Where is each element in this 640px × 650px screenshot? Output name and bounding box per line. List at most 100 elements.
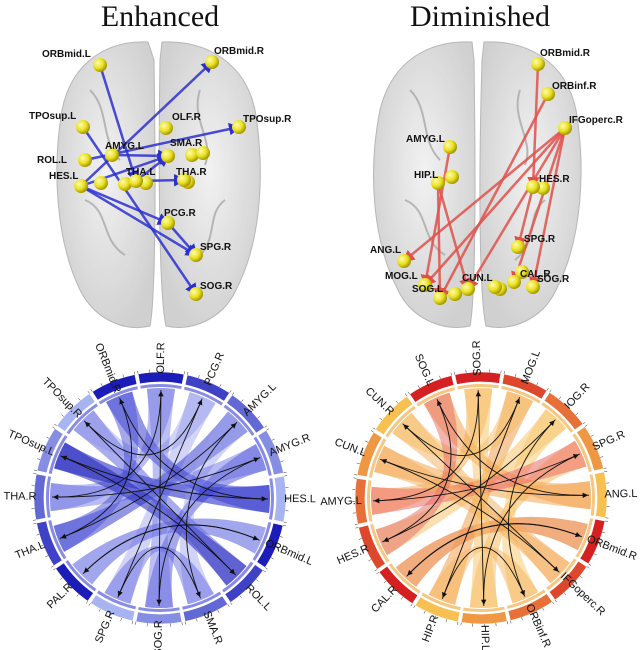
enhanced-chord-tick <box>217 609 220 613</box>
enhanced-chord-tick <box>36 534 40 536</box>
diminished-connections <box>402 63 567 301</box>
diminished-chord-arrow-amyg-l-spg-r <box>373 454 579 502</box>
enhanced-node-label: AMYG.L <box>105 141 144 152</box>
enhanced-chord-arrow-orbmid-r-hes-l <box>119 397 268 502</box>
diminished-node-cun-l <box>461 282 475 296</box>
enhanced-node-orbmid-r <box>205 55 219 69</box>
diminished-chord-segment-inner-mog-l <box>501 385 541 404</box>
diminished-node-label: HES.R <box>539 174 570 185</box>
enhanced-chord-tick <box>183 371 185 375</box>
diminished-chord-segment-label: SOG.R <box>471 340 484 376</box>
enhanced-node-tha-r <box>177 173 191 187</box>
enhanced-chord-tick <box>249 407 253 410</box>
diminished-chord-tick <box>453 371 456 375</box>
enhanced-chord-segment-label: THA.R <box>3 491 36 503</box>
enhanced-node-pcg-r <box>161 216 175 230</box>
diminished-chord-tick <box>582 421 586 425</box>
diminished-chord-segment-inner-cun-l <box>368 438 387 478</box>
enhanced-chord-ribbon-tha-r-amyg-r <box>50 444 267 512</box>
diminished-chord-tick <box>554 599 558 603</box>
diminished-chord-segment-inner-amyg-l <box>367 480 373 522</box>
enhanced-chord-tick <box>69 405 72 409</box>
diminished-chord-tick <box>457 621 459 625</box>
enhanced-chord-tick <box>46 436 50 439</box>
diminished-chord-tick <box>503 371 505 375</box>
diminished-chord-tick <box>521 617 523 621</box>
diminished-chord-segment-cun-l <box>356 431 383 478</box>
enhanced-edge-amyg-l-to-sma-r <box>111 149 171 163</box>
enhanced-chord-tick <box>284 475 288 477</box>
diminished-chord-arrow-hip-l-sog-r <box>475 390 485 606</box>
diminished-chord-segment-orbinf-r <box>507 593 553 621</box>
diminished-node-label: HIP.L <box>414 170 438 181</box>
enhanced-chord-segment-label: PCG.R <box>202 351 227 388</box>
diminished-chord-ribbon-amyg-l-spg-r <box>371 440 587 515</box>
enhanced-chord-tick <box>41 447 45 449</box>
enhanced-node-label: HES.L <box>49 171 78 182</box>
enhanced-chord-tick <box>78 397 81 401</box>
diminished-chord-segment-orbmid-r <box>579 518 606 565</box>
enhanced-node-unlabeled <box>94 176 108 190</box>
diminished-chord-tick <box>567 404 570 407</box>
enhanced-chord-tick <box>32 519 36 521</box>
enhanced-chord-tick <box>120 617 122 621</box>
diminished-node-label: ORBinf.R <box>552 81 597 92</box>
enhanced-edge-orbmid-l-to-tha-l <box>98 64 140 184</box>
diminished-chord-tick <box>579 575 583 579</box>
diminished-chord-tick <box>360 451 364 454</box>
diminished-chord-tick <box>542 607 545 611</box>
diminished-node-hip-l <box>431 176 445 190</box>
diminished-chord-segment-inner-orbinf-r <box>506 589 546 609</box>
enhanced-chord-segment-hes-l <box>273 475 287 523</box>
diminished-edge-ifgoperc-r-to-mog-l <box>423 127 566 287</box>
diminished-node-label: CUN.L <box>462 273 493 284</box>
diminished-chord-tick <box>563 592 567 596</box>
diminished-chord-segment-inner-cun-r <box>385 405 416 438</box>
diminished-chord-tick <box>363 549 366 551</box>
diminished-edge-ifgoperc-r-to-cal-r <box>511 127 567 285</box>
enhanced-chord-tick <box>264 567 268 570</box>
enhanced-chord-segment-olf-r <box>137 371 185 385</box>
enhanced-chord-arrow-tha-l-orbmid-r <box>59 398 133 539</box>
diminished-chord-segment-sog-l <box>409 375 455 403</box>
enhanced-chord-segment-label: HES.L <box>284 493 316 505</box>
diminished-chord-segment-label: ANG.L <box>604 488 637 501</box>
diminished-chord-segment-inner-cal-r <box>388 563 421 594</box>
enhanced-node-label: SPG.R <box>200 242 232 253</box>
diminished-chord-tick <box>413 605 416 609</box>
enhanced-chord-tick <box>100 383 103 387</box>
enhanced-node-amyg-l <box>105 148 119 162</box>
diminished-chord-segment-label: HIP.R <box>420 613 441 643</box>
enhanced-node-label: TPOsup.L <box>29 111 76 122</box>
enhanced-chord-segment-spg-r <box>90 594 136 622</box>
enhanced-chord-tick <box>256 579 259 582</box>
enhanced-chord-tick <box>67 586 71 589</box>
diminished-chord-tick <box>604 520 608 522</box>
diminished-chord-segment-inner-sog-r <box>457 384 499 390</box>
enhanced-chord-ribbon-spg-r-sma-r <box>104 545 214 605</box>
enhanced-chord-tick <box>279 536 283 538</box>
diminished-chord-arrow-ang-l-cun-l <box>381 459 589 496</box>
enhanced-chord-tick <box>122 374 124 378</box>
enhanced-chord-segment-label: AMYG.L <box>241 381 279 419</box>
enhanced-chord-arrow-amyg-r-sog-r <box>156 457 261 606</box>
enhanced-chord-segment-inner-spg-r <box>97 590 136 610</box>
enhanced-brain-gyri <box>84 89 226 261</box>
diminished-chord-segment-sog-r <box>454 371 502 385</box>
diminished-chord-tick <box>400 596 404 600</box>
enhanced-chord-tick <box>239 595 242 599</box>
enhanced-node-hes-l <box>74 179 88 193</box>
diminished-chord-arrow-cun-l-ifgoperc-r <box>380 458 559 572</box>
enhanced-chord-tick <box>111 378 114 382</box>
diminished-edge-hes-r-to-spg-r <box>514 186 535 250</box>
enhanced-chord-segment-sog-r <box>135 611 183 625</box>
enhanced-node-label: ORBmid.L <box>42 49 91 60</box>
enhanced-chord-segment-label: THA.L <box>13 539 46 562</box>
diminished-edge-ifgoperc-r-to-cun-l <box>466 127 567 292</box>
enhanced-chord-tick <box>34 469 38 471</box>
enhanced-chord-tick <box>196 618 198 622</box>
enhanced-node-orbmid-l <box>93 58 107 72</box>
enhanced-chord-segment-inner-tha-r <box>46 476 52 518</box>
